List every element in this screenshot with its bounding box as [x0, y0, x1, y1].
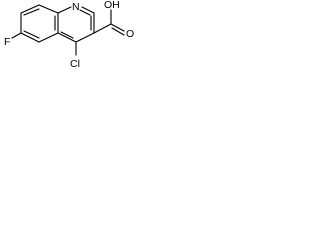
bond-c8a-c8 [38, 4, 59, 14]
bond-n1-c2 [81, 6, 95, 14]
bond-c4-c4a [57, 32, 77, 43]
quinoline-carboxylic-acid-structure: N F Cl OH O [4, 0, 134, 70]
bond-c6-c5 [20, 32, 40, 43]
inner-bond-left-top [23, 8, 40, 16]
bond-c5-c4a [38, 32, 59, 43]
carbonyl-oxygen-label: O [126, 28, 134, 40]
fluorine-label: F [4, 36, 10, 48]
bond-c6-f [11, 32, 22, 39]
inner-bond-right-top [79, 9, 91, 16]
inner-bond-right-bottom [60, 31, 74, 39]
structure-canvas: N F Cl OH O [0, 0, 141, 74]
chlorine-label: Cl [70, 58, 80, 70]
inner-bond-left-bottom [23, 30, 40, 39]
bond-c8-c7 [20, 4, 40, 14]
hydroxyl-label: OH [104, 0, 120, 11]
bond-carboxyl-o-1 [110, 23, 125, 32]
bond-c3-carboxyl [93, 23, 112, 34]
bond-c3-c4 [75, 32, 95, 43]
nitrogen-label: N [72, 1, 80, 13]
bond-c8a-n1 [57, 6, 72, 14]
bond-carboxyl-o-2 [111, 27, 125, 36]
